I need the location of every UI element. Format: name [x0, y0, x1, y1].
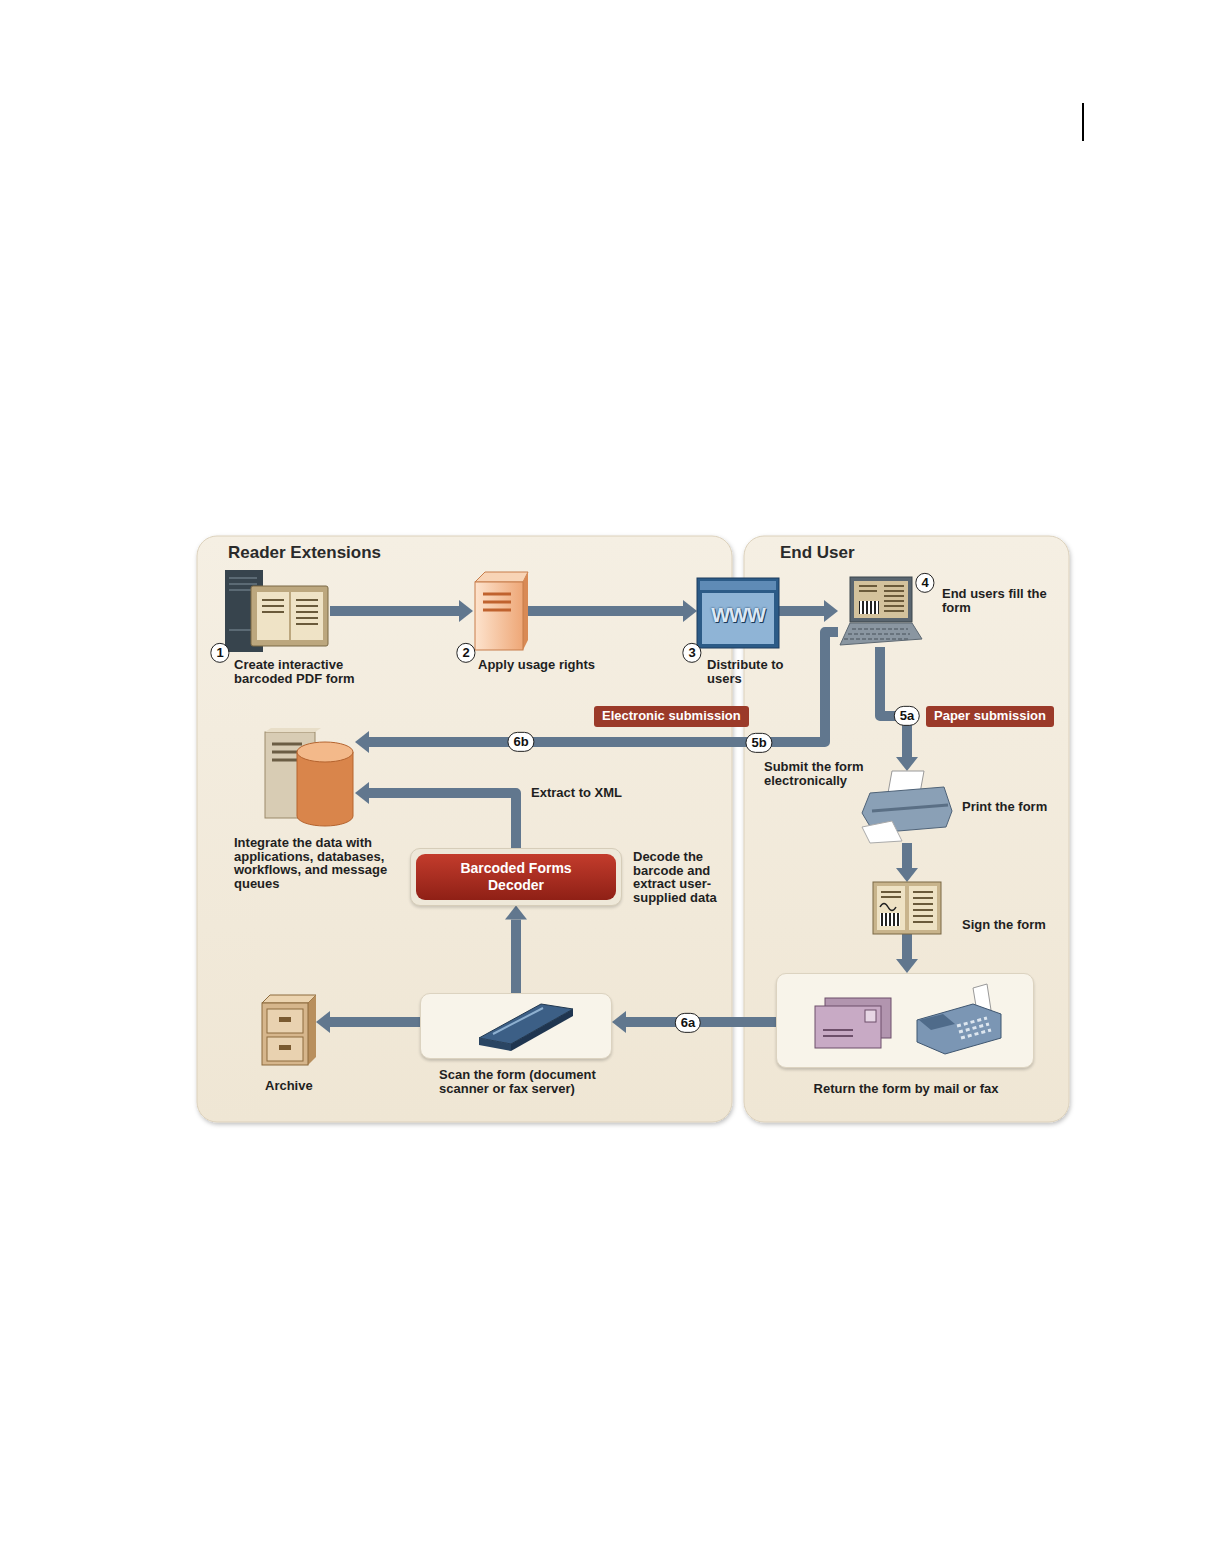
callout-number: 6a [675, 1013, 701, 1033]
panel-ground [197, 536, 732, 1122]
submission-band: Paper submission [926, 706, 1054, 727]
archive-icon: Archive [262, 995, 316, 1065]
flow-arrow [779, 606, 824, 616]
region-panel: End UserEnd users fill the formPrint the… [744, 536, 1069, 1122]
panel-heading: End User [780, 544, 1030, 562]
flow-arrow [511, 920, 521, 993]
node-text: Print the form [962, 800, 1062, 814]
flow-arrow [902, 843, 912, 868]
node-text: Distribute to users [707, 658, 787, 685]
panel-heading: Reader Extensions [228, 544, 528, 562]
server-picture [473, 572, 528, 652]
edge-label: Extract to XML [531, 786, 622, 800]
node-text: Apply usage rights [478, 658, 628, 672]
flow-arrow [626, 1017, 776, 1027]
note-text: Decode the barcode and extract user-supp… [633, 850, 733, 905]
flow-arrow [369, 793, 516, 848]
node-text: End users fill the form [942, 587, 1057, 614]
submission-band: Electronic submission [594, 706, 749, 727]
node-text: Return the form by mail or fax [777, 1082, 1035, 1096]
server-picture [225, 570, 330, 652]
icon-text: WWW [711, 605, 765, 625]
flow-arrow [528, 606, 683, 616]
printer-picture [862, 771, 952, 843]
scanner-picture [421, 994, 613, 1060]
node-text: Integrate the data with applications, da… [234, 836, 402, 891]
callout-number: 6b [507, 732, 534, 752]
panel-ground [744, 536, 1069, 1122]
database-icon: Integrate the data with applications, da… [265, 728, 355, 828]
node-text: Barcoded Forms Decoder [416, 854, 616, 900]
flow-arrow [330, 606, 459, 616]
node-text: Archive [265, 1079, 345, 1093]
note-text: Submit the form electronically [764, 760, 864, 787]
server-icon: Create interactive barcoded PDF form [225, 570, 330, 652]
callout-number: 5b [745, 733, 772, 753]
callout-number: 5a [894, 706, 920, 726]
process-box: Barcoded Forms Decoder [410, 848, 622, 906]
laptop-icon: End users fill the form [838, 577, 923, 647]
archive-picture [262, 995, 316, 1065]
node-text: Scan the form (document scanner or fax s… [439, 1068, 634, 1095]
laptop-picture [838, 577, 923, 647]
database-picture [265, 728, 355, 828]
flow-arrow [880, 647, 907, 757]
flow-arrow [902, 934, 912, 959]
server-icon: Apply usage rights [473, 572, 528, 652]
printer-icon: Print the form [862, 771, 952, 843]
node-text: Sign the form [962, 918, 1062, 932]
form-icon: Sign the form [873, 882, 941, 934]
page-mark [1082, 103, 1084, 141]
mail-fax-picture [777, 974, 1035, 1069]
return-box: Return the form by mail or fax [776, 973, 1034, 1068]
node-text: Create interactive barcoded PDF form [234, 658, 364, 685]
flow-arrow [369, 632, 838, 742]
flow-arrow [330, 1017, 420, 1027]
signed-form-picture [873, 882, 941, 934]
region-panel: Reader ExtensionsCreate interactive barc… [197, 536, 732, 1122]
scanner-box: Scan the form (document scanner or fax s… [420, 993, 612, 1059]
